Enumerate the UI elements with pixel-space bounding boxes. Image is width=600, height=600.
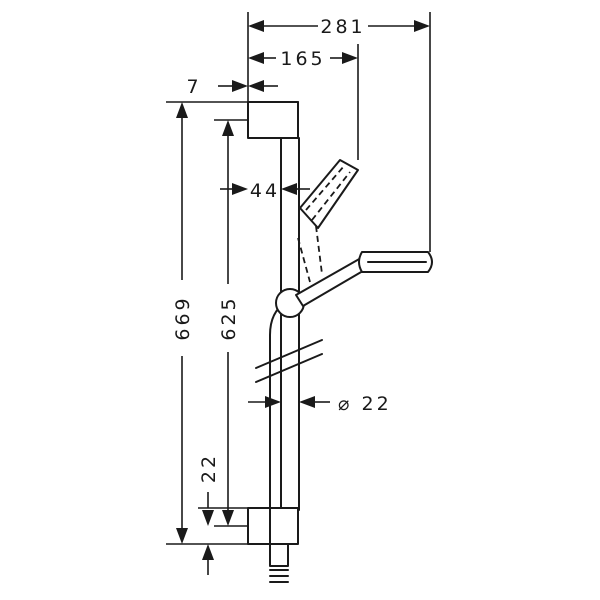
dim-bottom-offset: 22: [198, 453, 248, 575]
top-wall-bracket: [247, 101, 299, 139]
shower-rail-assembly: [247, 101, 323, 583]
dim-overall-width: 281: [247, 12, 431, 252]
dim-7-label: 7: [186, 76, 201, 98]
dim-22-label: 22: [198, 453, 220, 483]
dim-281-label: 281: [320, 16, 365, 38]
dim-bar-diameter: ⌀ 22: [248, 393, 392, 415]
dim-diameter-label: ⌀ 22: [338, 393, 392, 415]
dim-bar-height: 625: [214, 119, 248, 527]
dim-625-label: 625: [218, 295, 240, 340]
dim-bracket-offset: 7: [186, 76, 278, 98]
hose-connector: [269, 543, 289, 583]
hand-shower-alt-position: [297, 159, 359, 283]
hand-shower: [295, 251, 433, 307]
dim-bar-offset: 44: [220, 180, 310, 202]
dim-669-label: 669: [172, 295, 194, 340]
bottom-wall-bracket: [247, 507, 299, 545]
dim-165-label: 165: [280, 48, 325, 70]
dim-handshower-reach: 165: [248, 44, 359, 160]
dim-total-height: 669: [166, 101, 248, 545]
dim-44-label: 44: [250, 180, 280, 202]
